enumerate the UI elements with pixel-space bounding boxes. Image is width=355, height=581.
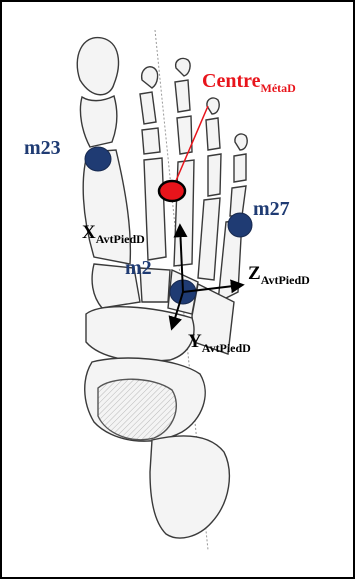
toe5-proximal-phalanx (230, 186, 246, 216)
marker-m27 (228, 213, 252, 237)
marker-m23 (85, 147, 111, 171)
toe2-distal-phalanx (142, 67, 158, 88)
toe2-proximal-phalanx (142, 128, 160, 154)
toe4-proximal-phalanx (208, 154, 221, 196)
hallux-proximal-phalanx (80, 96, 116, 147)
toe2-middle-phalanx (140, 92, 156, 124)
marker-m27-label: m27 (253, 198, 290, 220)
toe3-distal-phalanx (176, 58, 190, 76)
second-metatarsal (144, 158, 166, 260)
third-metatarsal (174, 160, 194, 266)
fourth-metatarsal (198, 198, 220, 280)
hallux-distal-phalanx (77, 38, 118, 95)
centre-label: CentreMétaD (202, 70, 296, 95)
talus-trochlea (98, 379, 176, 440)
toe5-middle-phalanx (234, 154, 246, 182)
z-axis-label: ZAvtPiedD (248, 263, 310, 287)
centre-point (159, 181, 185, 201)
toe4-middle-phalanx (206, 118, 220, 150)
toe3-middle-phalanx (175, 80, 190, 112)
toe4-distal-phalanx (207, 98, 219, 114)
marker-m2-label: m2 (125, 257, 152, 279)
calcaneus (150, 436, 229, 538)
toe5-distal-phalanx (235, 134, 247, 150)
navicular (86, 307, 194, 361)
marker-m23-label: m23 (24, 137, 61, 159)
